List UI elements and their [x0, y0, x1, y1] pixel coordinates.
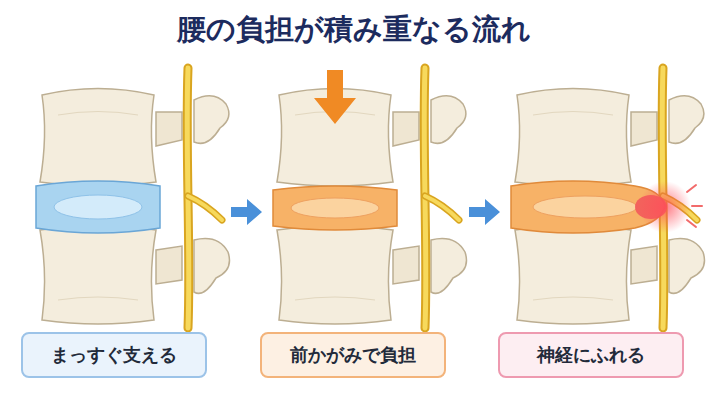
herniated-spine-part [687, 185, 696, 192]
herniated-spine-part [533, 196, 637, 218]
stage-box: 前かがみで負担 [260, 332, 446, 378]
stage-box: まっすぐ支える [21, 332, 207, 378]
loaded-spine-part [277, 89, 466, 187]
loaded-spine-part [291, 198, 379, 218]
stage-label: まっすぐ支える [51, 343, 177, 367]
stage-label: 前かがみで負担 [290, 343, 416, 367]
stage-box: 神経にふれる [498, 332, 684, 378]
herniated-spine [511, 68, 705, 328]
healthy-spine-part [54, 195, 142, 219]
healthy-spine-part [40, 226, 230, 324]
herniated-spine-part [639, 181, 691, 233]
herniated-spine-part [515, 226, 705, 324]
healthy-spine [36, 68, 230, 328]
flow-arrow-part [231, 199, 262, 225]
herniated-spine-part [692, 205, 702, 207]
herniated-spine-part [515, 89, 704, 187]
loaded-spine-part [273, 186, 397, 230]
healthy-spine-part [36, 181, 160, 233]
stage-label: 神経にふれる [537, 343, 645, 367]
loaded-spine [273, 68, 467, 328]
healthy-spine-part [40, 89, 229, 187]
loaded-spine-part [277, 226, 467, 324]
herniated-spine-part [687, 220, 696, 227]
diagram-title: 腰の負担が積み重なる流れ [177, 10, 531, 50]
flow-arrow [231, 199, 262, 225]
healthy-spine-part [187, 68, 222, 328]
flow-arrow-part [469, 199, 500, 225]
flow-arrow [469, 199, 500, 225]
loaded-spine-part [424, 68, 459, 328]
loaded-spine-part [314, 70, 356, 124]
